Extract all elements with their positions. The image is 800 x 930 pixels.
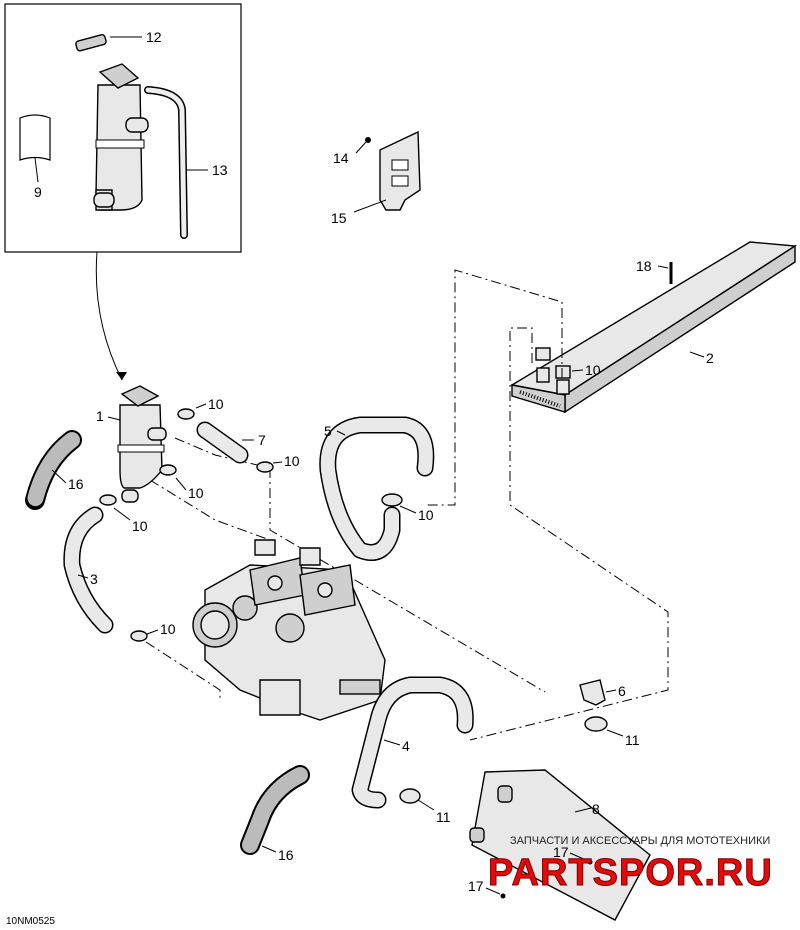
callout-6: 6 [618,683,626,699]
corrugated-hose-top-part: 16 [25,430,84,510]
elbow-fitting-part: 6 [579,679,626,706]
callout-10-bottom: 10 [160,621,176,637]
callout-10-reservoir: 10 [188,485,204,501]
figure-code: 10NM0525 [6,916,55,927]
heat-exchanger-part: 8 [469,769,651,921]
callout-10-hose5: 10 [418,507,434,523]
callout-8: 8 [592,801,600,817]
callout-1: 1 [96,408,104,424]
reservoir-cap-part [75,34,107,52]
callout-15: 15 [331,210,347,226]
hose-7-part: 7 [196,421,266,464]
watermark-tagline: ЗАПЧАСТИ И АКСЕССУАРЫ ДЛЯ МОТОТЕХНИКИ [510,835,770,847]
callout-10-hose7: 10 [284,453,300,469]
hose-4-part: 4 [351,676,474,809]
callout-2: 2 [706,350,714,366]
callout-16-top: 16 [68,476,84,492]
bracket-part: 14 15 [331,130,421,226]
callout-10-top: 10 [208,396,224,412]
callout-10-radiator: 10 [585,362,601,378]
callout-14: 14 [333,150,349,166]
callout-11-right: 11 [625,732,640,748]
corrugated-hose-bottom-part: 16 [240,765,310,863]
watermark-brand: PARTSPOR.RU [488,852,773,894]
callout-12: 12 [146,29,162,45]
callout-3: 3 [90,571,98,587]
hose-3-part: 3 [63,506,114,634]
engine-part [192,539,386,721]
callout-17-lower: 17 [468,878,484,894]
watermark: ЗАПЧАСТИ И АКСЕССУАРЫ ДЛЯ МОТОТЕХНИКИ PA… [488,835,773,895]
reservoir-part: 1 [96,385,167,503]
callout-10-left: 10 [132,518,148,534]
callout-5: 5 [324,423,332,439]
callout-13: 13 [212,162,228,178]
decal-part [19,114,51,161]
callout-18: 18 [636,258,652,274]
callout-7: 7 [258,432,266,448]
reservoir-large-part [93,63,149,211]
callout-11-bottom: 11 [436,809,451,825]
hose-5-part: 5 [319,416,435,561]
callout-9: 9 [34,184,42,200]
callout-4: 4 [402,738,410,754]
inset-detail-box: 12 13 9 [4,3,242,253]
screw-18-part: 18 [636,258,673,284]
radiator-part: 2 [510,241,798,414]
callout-16-bottom: 16 [278,847,294,863]
callout-17-upper: 17 [553,844,569,860]
